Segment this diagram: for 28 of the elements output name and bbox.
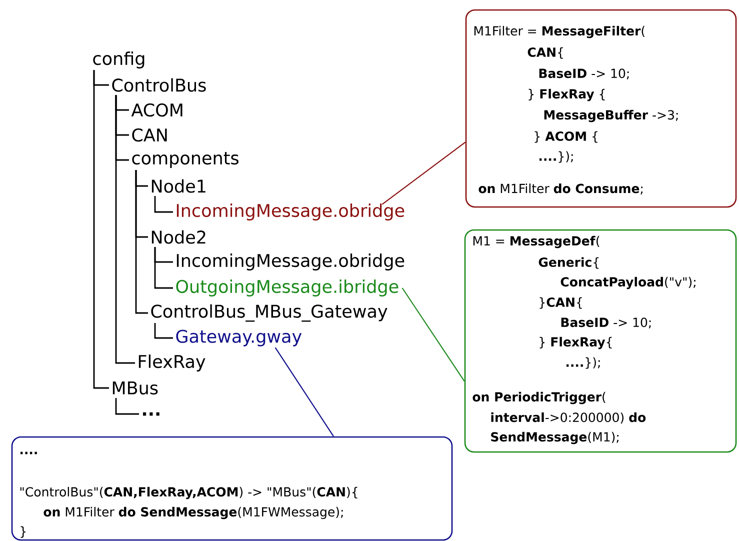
tree-item: config <box>93 52 144 68</box>
tree-line <box>115 398 139 415</box>
tree-line <box>154 323 173 339</box>
tree-item: IncomingMessage.obridge <box>176 254 404 270</box>
leader-line <box>382 142 466 205</box>
code-box: M1Filter = MessageFilter( CAN{ BaseID -> 10; } FlexRay { MessageBuffer ->3; } ACOM { ....}); on M1Filter do Consume; <box>465 9 737 208</box>
leader-line <box>402 288 465 382</box>
tree-line <box>154 247 173 289</box>
tree-item: ACOM <box>131 103 182 117</box>
tree-item: CAN <box>132 128 167 142</box>
tree-item: IncomingMessage.obridge <box>176 204 404 220</box>
tree-item: ControlBus_MBus_Gateway <box>151 304 388 322</box>
tree-item: OutgoingMessage.ibridge <box>176 280 398 296</box>
tree-line <box>115 95 135 364</box>
tree-item: components <box>132 152 238 168</box>
tree-line <box>135 170 148 314</box>
code-box: M1 = MessageDef( Generic{ ConcatPayload("v"); }CAN{ BaseID -> 10; } FlexRay{ ....}); on PeriodicTrigger( interval->0:200000) do SendMessage(M1); <box>464 229 737 453</box>
tree-item: MBus <box>112 382 158 394</box>
tree-item: Node2 <box>152 230 206 244</box>
tree-item: Gateway.gway <box>176 330 302 346</box>
tree-item: Node1 <box>152 179 206 193</box>
tree-line <box>93 70 109 389</box>
leader-line <box>274 347 334 437</box>
tree-line <box>154 196 173 213</box>
tree-item: ... <box>143 412 160 416</box>
tree-item: ControlBus <box>112 78 206 92</box>
code-box: .... "ControlBus"(CAN,FlexRay,ACOM) -> "MBus"(CAN){ on M1Filter do SendMessage(M1FWMessage); } <box>11 436 453 541</box>
tree-item: FlexRay <box>138 354 206 372</box>
